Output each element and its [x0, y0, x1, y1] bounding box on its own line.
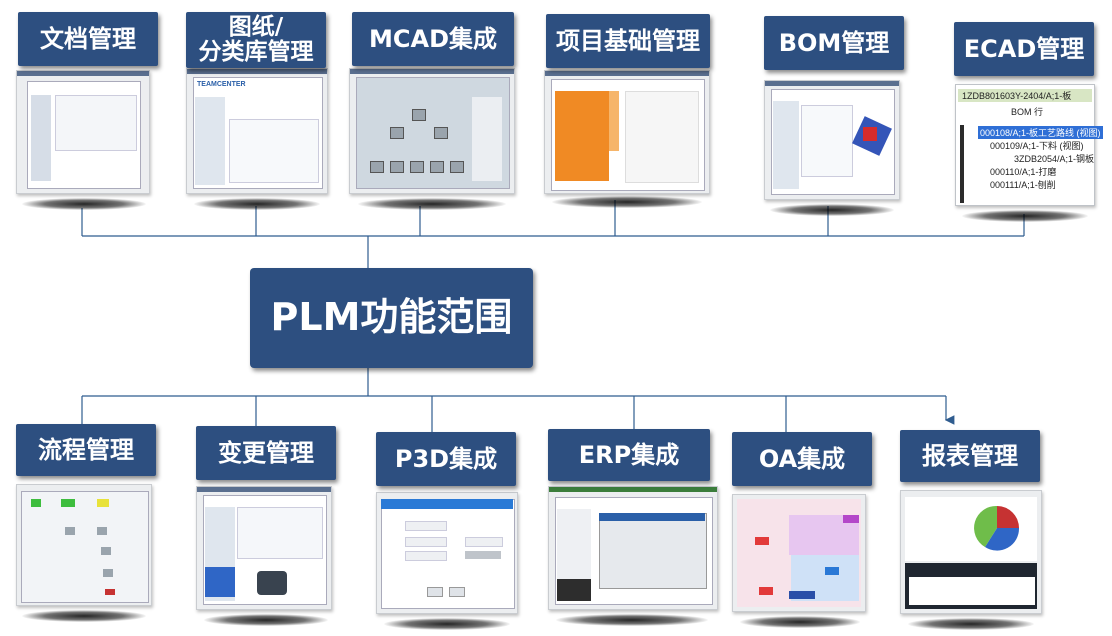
- bom-tree-row[interactable]: 3ZDB2054/A;1-钢板: [1014, 154, 1095, 164]
- report-management-screenshot: [900, 490, 1042, 614]
- ecad-management-label: ECAD管理: [954, 22, 1094, 76]
- bom-management-shadow: [770, 204, 894, 216]
- mcad-integration-screenshot: [349, 68, 515, 194]
- oa-integration-shadow: [740, 616, 860, 628]
- bom-tree-row[interactable]: 000109/A;1-下料 (视图): [990, 141, 1084, 151]
- bom-management-screenshot: [764, 80, 900, 200]
- bom-tree-header: BOM 行: [1010, 107, 1043, 117]
- drawing-library-shadow: [194, 198, 320, 210]
- project-management-screenshot: [544, 70, 710, 194]
- ecad-management-screenshot: 1ZDB801603Y-2404/A;1-板 BOM 行 000108/A;1-…: [955, 84, 1103, 206]
- ecad-management-shadow: [962, 210, 1088, 222]
- drawing-library-label: 图纸/ 分类库管理: [186, 12, 326, 68]
- teamcenter-brand: TEAMCENTER: [197, 81, 246, 88]
- change-management-label: 变更管理: [196, 426, 336, 480]
- oa-integration-screenshot: [732, 494, 866, 612]
- change-management-screenshot: [196, 486, 332, 610]
- report-management-label: 报表管理: [900, 430, 1040, 482]
- plm-scope-label: PLM功能范围: [250, 268, 533, 368]
- oa-integration-label: OA集成: [732, 432, 872, 486]
- workflow-management-shadow: [22, 610, 146, 622]
- p3d-integration-shadow: [384, 618, 510, 630]
- project-management-shadow: [552, 196, 702, 208]
- drawing-library-screenshot: TEAMCENTER: [186, 68, 328, 194]
- p3d-integration-label: P3D集成: [376, 432, 516, 486]
- p3d-integration-screenshot: [376, 492, 518, 614]
- erp-integration-shadow: [556, 614, 708, 626]
- workflow-management-label: 流程管理: [16, 424, 156, 476]
- mcad-integration-label: MCAD集成: [352, 12, 514, 66]
- change-management-shadow: [204, 614, 328, 626]
- bom-tree-row[interactable]: 000110/A;1-打磨: [990, 167, 1057, 177]
- bom-management-label: BOM管理: [764, 16, 904, 70]
- pie-chart-icon: [974, 505, 1020, 551]
- document-management-screenshot: [16, 70, 150, 194]
- bom-tree-row[interactable]: 000111/A;1-刨削: [990, 180, 1056, 190]
- report-management-shadow: [908, 618, 1034, 630]
- mcad-integration-shadow: [358, 198, 506, 210]
- bom-tree-title: 1ZDB801603Y-2404/A;1-板: [958, 89, 1092, 102]
- project-management-label: 项目基础管理: [546, 14, 710, 68]
- document-management-label: 文档管理: [18, 12, 158, 66]
- erp-integration-label: ERP集成: [548, 429, 710, 481]
- bom-tree-row[interactable]: 000108/A;1-板工艺路线 (视图): [978, 126, 1103, 139]
- workflow-management-screenshot: [16, 484, 152, 606]
- erp-integration-screenshot: [548, 486, 718, 610]
- document-management-shadow: [22, 198, 146, 210]
